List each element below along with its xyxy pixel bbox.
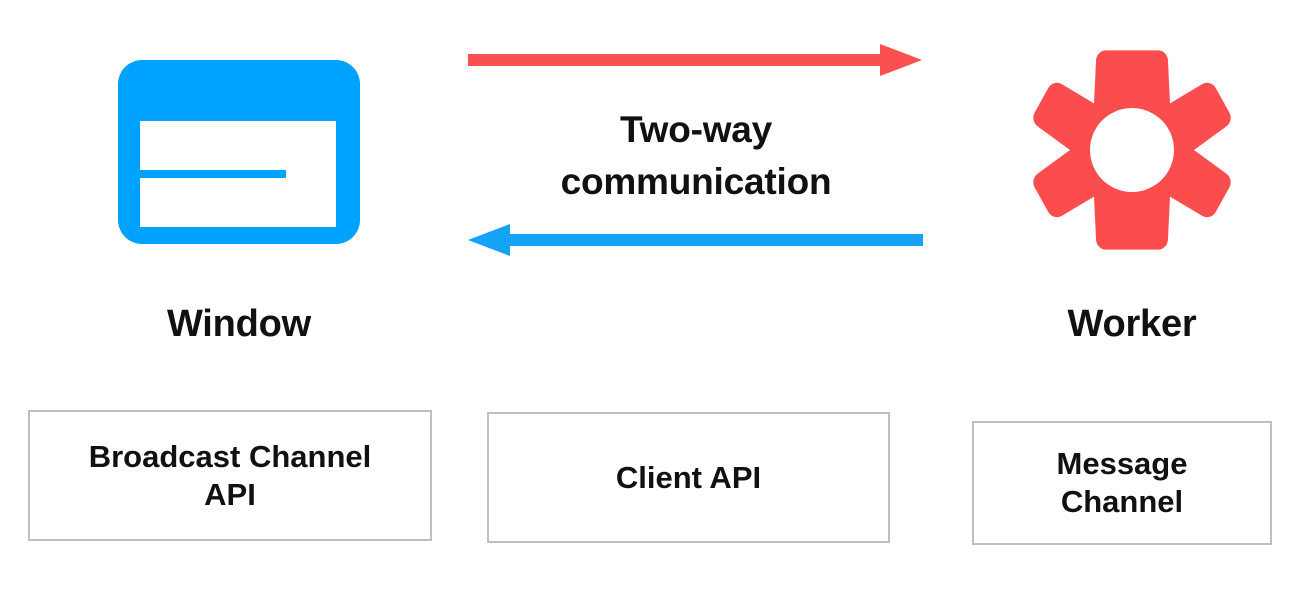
- node-label-window: Window: [166, 303, 312, 345]
- arrow-worker-to-window: [468, 224, 923, 256]
- window-icon-panel-bottom: [140, 178, 290, 227]
- caption-line-2: communication: [560, 161, 832, 202]
- browser-window-icon: [118, 60, 360, 244]
- api-box-broadcast-line-1: Broadcast Channel: [88, 438, 372, 474]
- api-box-message-line-1: Message: [1056, 446, 1188, 482]
- node-label-worker: Worker: [1067, 303, 1197, 345]
- api-box-broadcast-line-2: API: [204, 476, 256, 512]
- api-box-broadcast-channel[interactable]: Broadcast Channel API: [28, 410, 432, 541]
- api-box-client-line-1: Client API: [615, 459, 762, 495]
- gear-icon: [1033, 50, 1231, 250]
- arrow-group: [468, 44, 923, 256]
- caption-line-1: Two-way: [619, 109, 773, 150]
- api-box-client-api[interactable]: Client API: [487, 412, 890, 543]
- center-caption: Two-way communication: [496, 104, 896, 208]
- api-box-message-line-2: Channel: [1060, 484, 1184, 519]
- api-box-message-channel[interactable]: Message Channel: [972, 421, 1272, 545]
- window-icon-panel-right: [286, 121, 336, 227]
- window-icon-panel-top: [140, 121, 290, 170]
- arrow-window-to-worker: [468, 44, 922, 76]
